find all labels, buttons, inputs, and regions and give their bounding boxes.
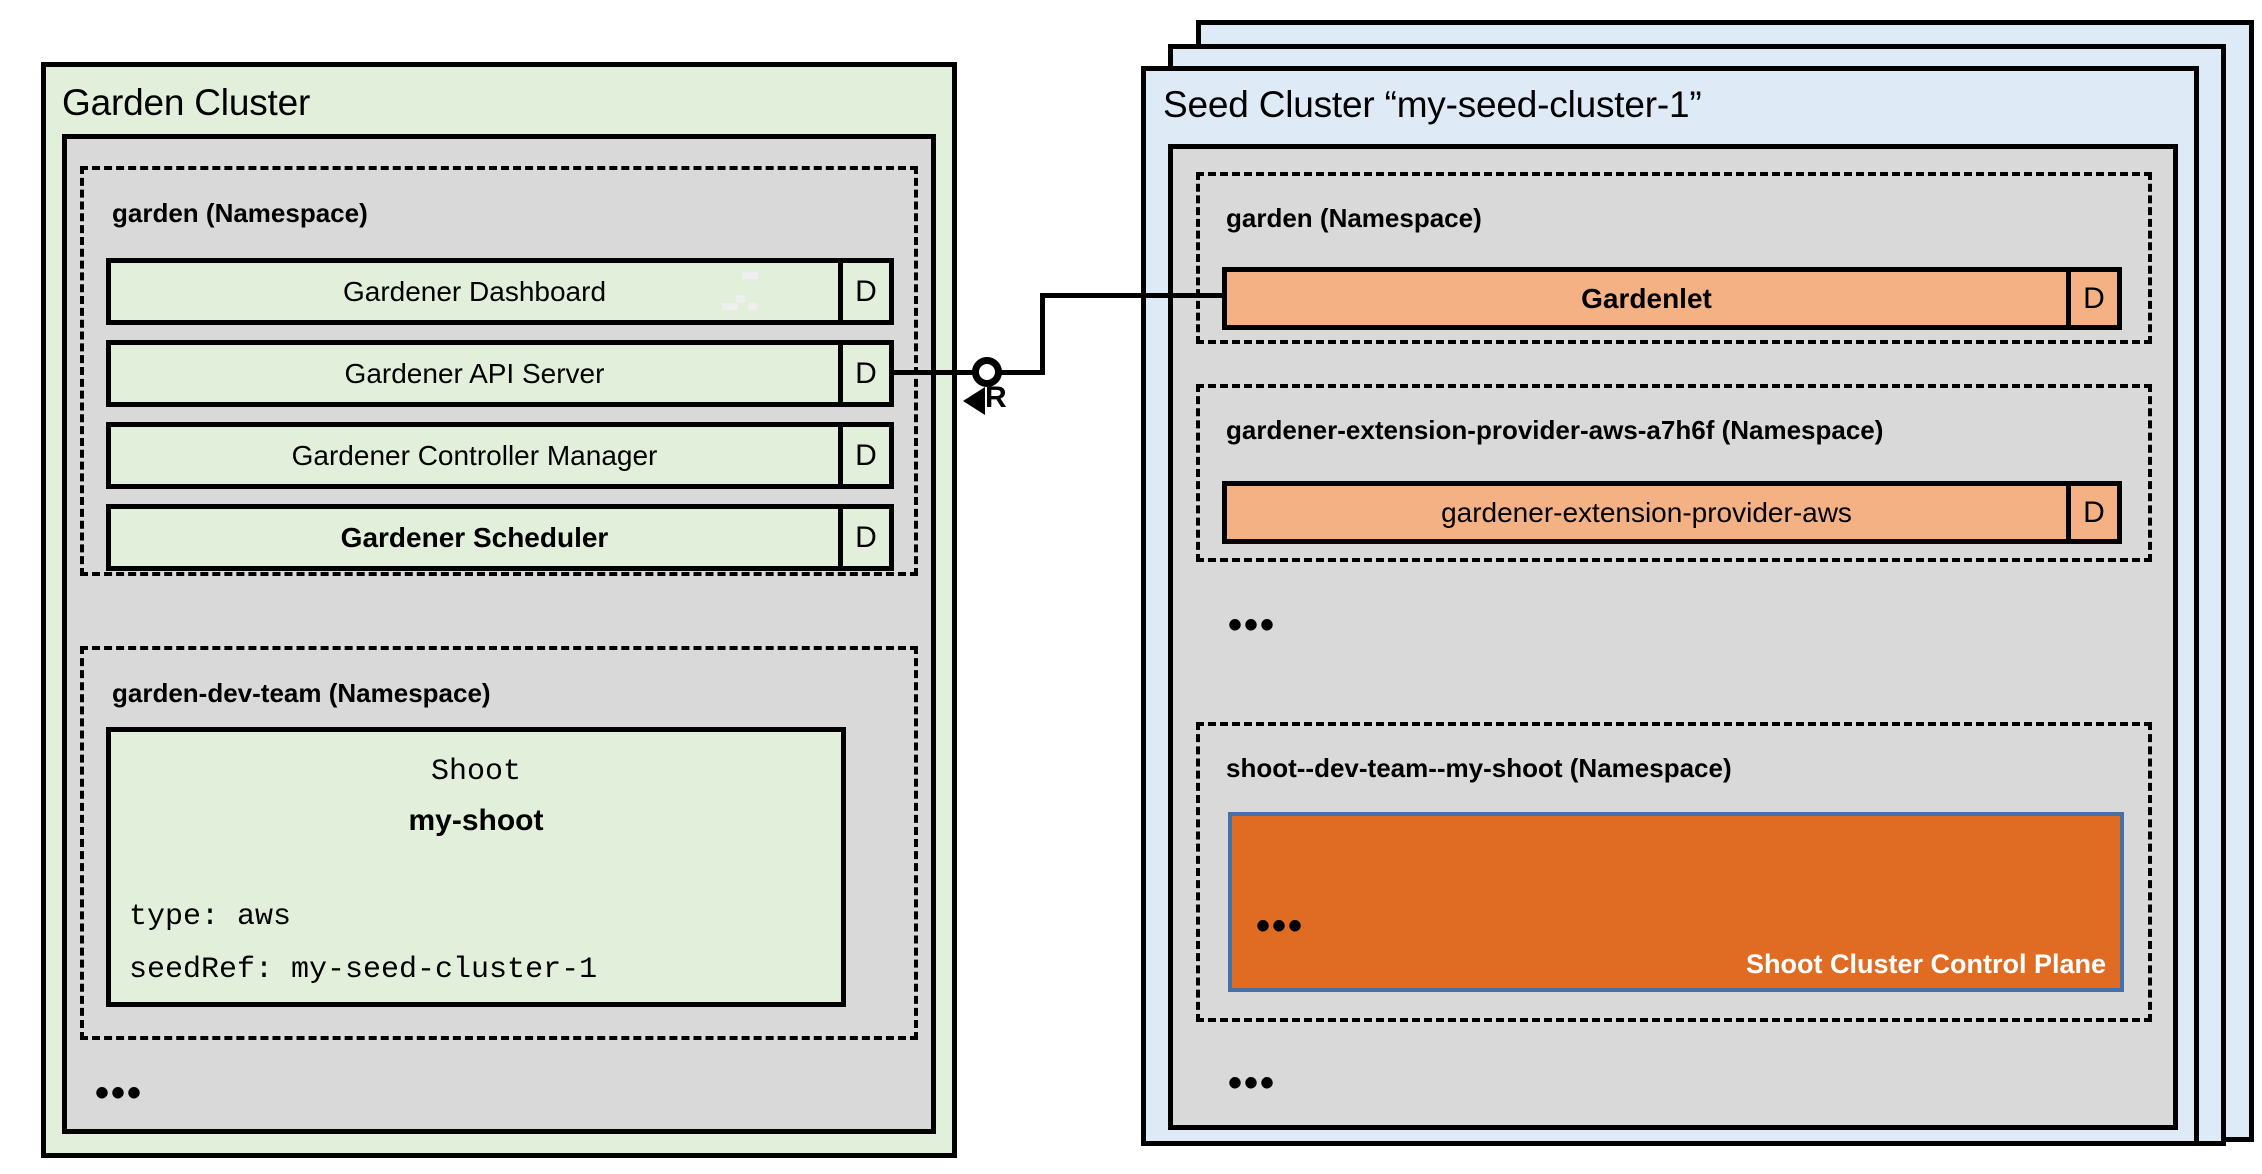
shoot-resource-kind: Shoot — [430, 755, 521, 789]
component-gardener-extension-provider-aws-kind: D — [2066, 486, 2117, 539]
connector-segment-d — [1040, 293, 1225, 298]
component-gardener-api-server[interactable]: Gardener API Server D — [106, 340, 894, 407]
connector-segment-c — [1040, 293, 1045, 375]
shoot-resource-spec-type: type: aws — [129, 900, 292, 934]
garden-cluster-overflow-dots: ••• — [95, 1071, 144, 1115]
garden-cluster-namespace-dev-team — [80, 646, 918, 1040]
namespace-label-garden-right: garden (Namespace) — [1226, 203, 1482, 233]
seed-cluster-namespace-extension-provider-aws — [1196, 384, 2152, 562]
namespace-label-garden-dev-team: garden-dev-team (Namespace) — [112, 678, 491, 708]
component-gardener-controller-manager-kind: D — [838, 427, 889, 484]
seed-cluster-namespace-shoot — [1196, 722, 2152, 1022]
component-gardenlet[interactable]: Gardenlet D — [1222, 267, 2122, 330]
connector-segment-b — [1000, 370, 1044, 375]
shoot-resource-spec-seedref: seedRef: my-seed-cluster-1 — [129, 953, 598, 987]
component-gardener-dashboard[interactable]: Gardener Dashboard D — [106, 258, 894, 325]
component-gardenlet-kind: D — [2066, 272, 2117, 325]
connector-socket-icon — [972, 357, 1002, 387]
seed-cluster-title: Seed Cluster “my-seed-cluster-1” — [1163, 84, 1702, 125]
dashboard-artifact-mark-1 — [742, 272, 758, 279]
connector-relation-label: R — [985, 381, 1007, 414]
component-gardener-dashboard-label: Gardener Dashboard — [342, 275, 607, 307]
namespace-label-shoot-dev-team-my-shoot: shoot--dev-team--my-shoot (Namespace) — [1226, 753, 1732, 783]
component-gardener-extension-provider-aws[interactable]: gardener-extension-provider-aws D — [1222, 481, 2122, 544]
control-plane-overflow-dots: ••• — [1256, 904, 1305, 948]
seed-cluster-namespace-garden — [1196, 172, 2152, 344]
control-plane-title: Shoot Cluster Control Plane — [1745, 949, 2106, 979]
connector-arrow-icon — [963, 387, 985, 415]
component-gardener-api-server-kind: D — [838, 345, 889, 402]
shoot-resource-card[interactable]: Shoot my-shoot type: aws seedRef: my-see… — [106, 727, 846, 1007]
dashboard-artifact-mark-4 — [748, 303, 757, 310]
component-gardener-controller-manager-label: Gardener Controller Manager — [291, 439, 658, 471]
component-gardener-extension-provider-aws-label: gardener-extension-provider-aws — [1441, 496, 1852, 528]
component-gardenlet-label: Gardenlet — [1581, 282, 1712, 314]
namespace-label-extension-provider-aws: gardener-extension-provider-aws-a7h6f (N… — [1226, 415, 1884, 445]
dashboard-artifact-mark-3 — [722, 303, 738, 310]
garden-cluster-title: Garden Cluster — [62, 82, 311, 123]
namespace-label-garden-left: garden (Namespace) — [112, 198, 368, 228]
component-gardener-scheduler-label: Gardener Scheduler — [340, 521, 609, 553]
component-gardener-scheduler[interactable]: Gardener Scheduler D — [106, 504, 894, 571]
component-gardener-controller-manager[interactable]: Gardener Controller Manager D — [106, 422, 894, 489]
connector-segment-a — [894, 370, 980, 375]
component-gardener-dashboard-kind: D — [838, 263, 889, 320]
component-gardener-scheduler-kind: D — [838, 509, 889, 566]
seed-cluster-overflow-dots-bottom: ••• — [1228, 1061, 1277, 1105]
shoot-resource-name: my-shoot — [408, 804, 544, 837]
dashboard-artifact-mark-2 — [736, 295, 745, 302]
seed-cluster-overflow-dots-mid: ••• — [1228, 603, 1277, 647]
component-gardener-api-server-label: Gardener API Server — [344, 357, 605, 389]
shoot-cluster-control-plane[interactable]: ••• Shoot Cluster Control Plane — [1228, 812, 2124, 992]
